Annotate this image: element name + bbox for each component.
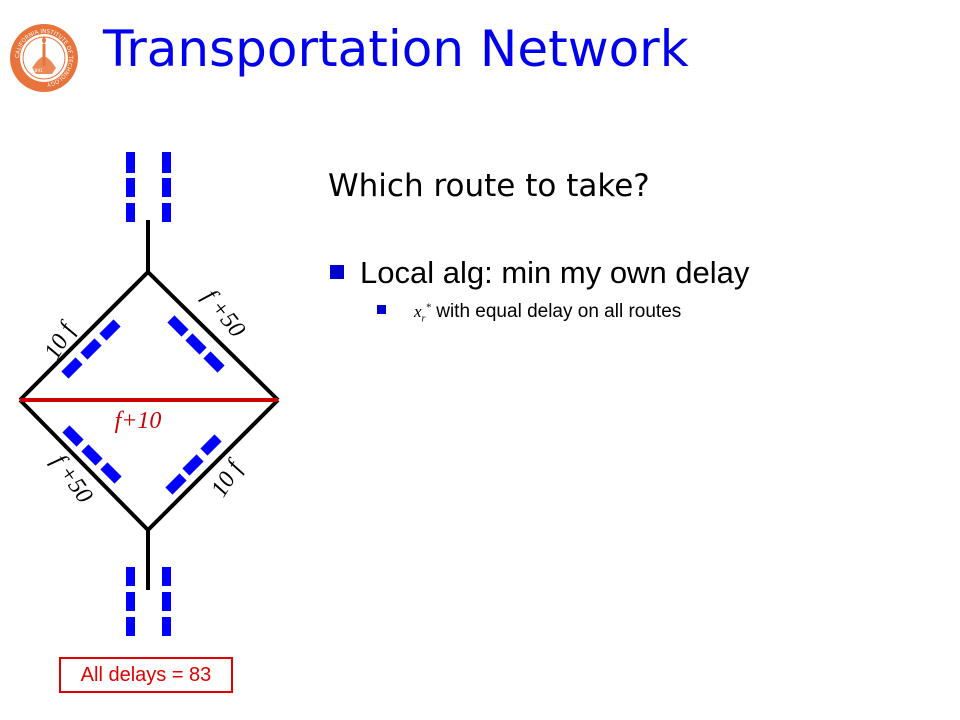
traffic-car — [162, 617, 171, 636]
network-edges — [18, 220, 280, 590]
traffic-bottom-left — [62, 425, 122, 484]
question-text: Which route to take? — [328, 168, 650, 204]
bullet-point-2-text: with equal delay on all routes — [430, 301, 682, 322]
traffic-car — [99, 319, 121, 341]
traffic-top-left — [61, 319, 121, 379]
traffic-sink — [126, 567, 171, 636]
traffic-car — [200, 434, 222, 456]
bullet-point-1: Local alg: min my own delay — [360, 255, 750, 290]
traffic-bottom-right — [165, 434, 222, 495]
bullet-square-icon — [330, 265, 344, 279]
edge-bottom-right — [146, 398, 280, 532]
edge-top-left — [18, 270, 150, 402]
label-bottom-right: 10 f — [206, 454, 249, 502]
traffic-car — [100, 462, 122, 484]
traffic-car — [185, 333, 207, 355]
traffic-car — [126, 617, 135, 636]
edge-top-right — [146, 270, 280, 402]
label-top-left: 10 f — [40, 316, 83, 364]
traffic-car — [126, 592, 135, 611]
traffic-car — [62, 425, 84, 447]
traffic-car — [80, 338, 102, 360]
traffic-car — [182, 454, 204, 476]
result-box: All delays = 83 — [59, 657, 233, 693]
traffic-car — [162, 203, 171, 222]
label-middle: f+10 — [115, 408, 162, 434]
traffic-car — [165, 473, 187, 495]
traffic-car — [162, 152, 171, 173]
traffic-car — [126, 178, 135, 197]
traffic-car — [61, 357, 83, 379]
traffic-car — [81, 444, 103, 466]
traffic-car — [162, 592, 171, 611]
slide-title: Transportation Network — [103, 20, 689, 78]
traffic-source — [126, 152, 171, 222]
traffic-car — [162, 178, 171, 197]
traffic-car — [126, 152, 135, 173]
label-top-right: f +50 — [197, 285, 250, 343]
edge-bottom-left — [18, 398, 150, 532]
math-variable: xr* — [414, 301, 431, 325]
traffic-car — [203, 351, 225, 373]
caltech-seal-icon: CALIFORNIA INSTITUTE OF TECHNOLOGY 1891 — [10, 24, 78, 92]
traffic-car — [126, 203, 135, 222]
bullet-point-2: xr* with equal delay on all routes — [414, 301, 681, 324]
traffic-car — [126, 567, 135, 586]
sub-bullet-square-icon — [377, 305, 386, 314]
seal-year: 1891 — [32, 68, 43, 73]
traffic-top-right — [167, 315, 225, 373]
traffic-car — [162, 567, 171, 586]
traffic-car — [167, 315, 189, 337]
